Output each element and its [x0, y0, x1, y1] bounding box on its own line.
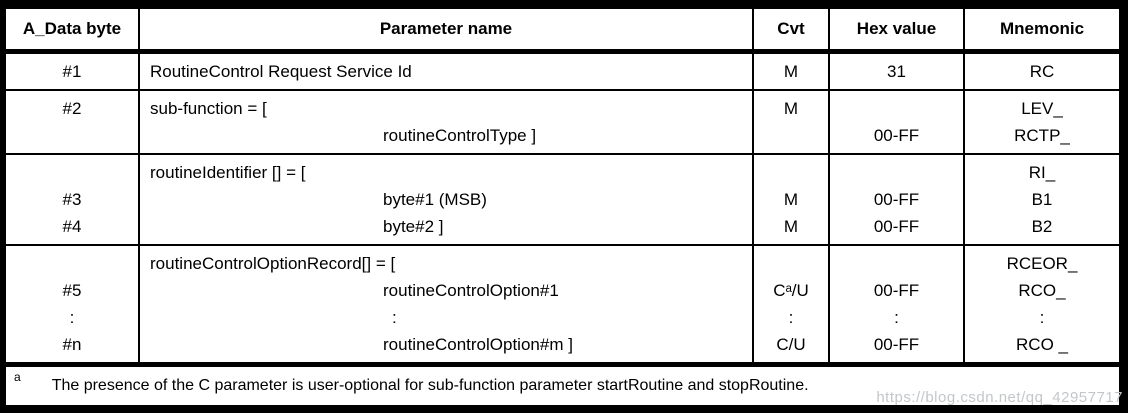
cvt-line: Cᵃ/U: [773, 281, 809, 300]
cell-cvt: M: [754, 54, 830, 89]
hex-line: 00-FF: [873, 281, 920, 300]
cell-mnemonic: RI_ B1 B2: [965, 155, 1119, 244]
cell-cvt: M: [754, 91, 830, 153]
cell-cvt: Cᵃ/U : C/U: [754, 246, 830, 362]
cvt-line: M: [783, 217, 799, 236]
byte-line: #2: [62, 99, 82, 118]
cell-adata-byte: #2: [6, 91, 140, 153]
hex-line: [830, 159, 963, 186]
byte-line: [6, 159, 138, 186]
cell-adata-byte: #3 #4: [6, 155, 140, 244]
column-header-mnemonic: Mnemonic: [999, 19, 1085, 38]
byte-line: [6, 250, 138, 277]
cvt-line: :: [788, 308, 794, 327]
cvt-line: C/U: [776, 335, 806, 354]
table-row-routine-identifier: #3 #4 routineIdentifier [] = [ byte#1 (M…: [6, 155, 1119, 246]
mnemonic-line: LEV_: [1021, 99, 1063, 118]
mnemonic-line: RC: [1029, 62, 1055, 81]
column-header-adata-byte: A_Data byte: [6, 9, 140, 49]
cell-mnemonic: RCEOR_ RCO_ : RCO _: [965, 246, 1119, 362]
table-row-routine-control-option-record: #5 : #n routineControlOptionRecord[] = […: [6, 246, 1119, 367]
cvt-line: [754, 159, 828, 186]
byte-line: [6, 122, 138, 149]
param-line: routineControlType ]: [383, 126, 537, 145]
column-header-parameter-name: Parameter name: [140, 9, 754, 49]
hex-line: 00-FF: [873, 335, 920, 354]
cell-adata-byte: #5 : #n: [6, 246, 140, 362]
cell-cvt: M M: [754, 155, 830, 244]
hex-line: 00-FF: [873, 126, 920, 145]
column-header-hex-value: Hex value: [830, 9, 965, 49]
hex-line: 00-FF: [873, 217, 920, 236]
mnemonic-line: RI_: [1028, 163, 1056, 182]
byte-line: :: [69, 308, 75, 327]
mnemonic-line: RCO _: [1016, 335, 1068, 354]
column-header-cvt: Cvt: [754, 9, 830, 49]
cvt-line: [754, 122, 828, 149]
table-row-service-id: #1 RoutineControl Request Service Id M 3…: [6, 54, 1119, 91]
mnemonic-line: B1: [1031, 190, 1053, 209]
cell-parameter-name: RoutineControl Request Service Id: [140, 54, 754, 89]
footnote-text: The presence of the C parameter is user-…: [51, 377, 809, 394]
cell-parameter-name: routineIdentifier [] = [ byte#1 (MSB) by…: [140, 155, 754, 244]
cell-hex-value: 00-FF 00-FF: [830, 155, 965, 244]
param-line: sub-function = [: [150, 99, 267, 118]
cell-adata-byte: #1: [6, 54, 140, 89]
param-line: routineControlOptionRecord[] = [: [150, 254, 396, 273]
byte-line: #4: [62, 217, 82, 236]
cell-mnemonic: RC: [965, 54, 1119, 89]
byte-line: #3: [62, 190, 82, 209]
hex-line: 00-FF: [873, 190, 920, 209]
footnote-marker: a: [14, 370, 21, 384]
param-line: routineIdentifier [] = [: [150, 163, 306, 182]
byte-line: #5: [62, 281, 82, 300]
cell-parameter-name: routineControlOptionRecord[] = [ routine…: [140, 246, 754, 362]
param-line: routineControlOption#1: [383, 281, 559, 300]
cell-hex-value: 00-FF : 00-FF: [830, 246, 965, 362]
mnemonic-line: :: [1039, 308, 1045, 327]
mnemonic-line: B2: [1031, 217, 1053, 236]
param-line: RoutineControl Request Service Id: [150, 62, 412, 81]
cvt-line: [754, 250, 828, 277]
table-footnote: a The presence of the C parameter is use…: [6, 367, 1119, 405]
mnemonic-line: RCEOR_: [1006, 254, 1078, 273]
table-row-sub-function: #2 sub-function = [ routineControlType ]…: [6, 91, 1119, 155]
hex-line: [830, 95, 963, 122]
mnemonic-line: RCTP_: [1014, 126, 1070, 145]
param-line: routineControlOption#m ]: [383, 335, 573, 354]
byte-line: #1: [62, 62, 82, 81]
cell-mnemonic: LEV_ RCTP_: [965, 91, 1119, 153]
param-line: byte#2 ]: [383, 217, 444, 236]
hex-line: 31: [887, 62, 906, 81]
hex-line: [830, 250, 963, 277]
mnemonic-line: RCO_: [1018, 281, 1066, 300]
table-header-row: A_Data byte Parameter name Cvt Hex value…: [6, 9, 1119, 54]
cell-hex-value: 31: [830, 54, 965, 89]
cvt-line: M: [783, 62, 799, 81]
byte-line: #n: [62, 335, 82, 354]
cell-hex-value: 00-FF: [830, 91, 965, 153]
param-line: byte#1 (MSB): [383, 190, 487, 209]
cell-parameter-name: sub-function = [ routineControlType ]: [140, 91, 754, 153]
cvt-line: M: [783, 99, 799, 118]
param-line: :: [392, 308, 397, 327]
hex-line: :: [894, 308, 899, 327]
cvt-line: M: [783, 190, 799, 209]
